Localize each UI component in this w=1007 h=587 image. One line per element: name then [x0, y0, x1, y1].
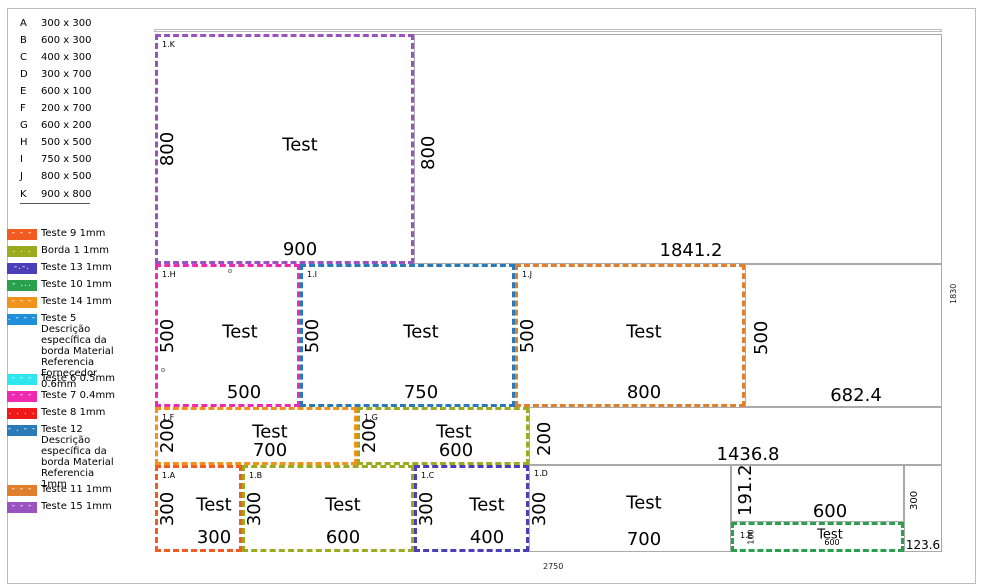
- piece-1-c[interactable]: 1.C Test 400 300: [414, 465, 529, 552]
- piece-height: 200: [157, 418, 179, 454]
- piece-label: Test: [222, 321, 258, 343]
- edge-swatch: - - -: [7, 485, 37, 496]
- piece-height: 100: [746, 529, 756, 545]
- marker-dot: [228, 269, 232, 273]
- waste-height: 500: [751, 320, 772, 355]
- piece-label: Test: [817, 527, 843, 543]
- edge-swatch: . - - -: [7, 313, 37, 325]
- piece-code: 1.K: [162, 40, 175, 49]
- waste-width: 682.4: [830, 385, 882, 406]
- piece-width: 700: [252, 440, 288, 461]
- piece-code: 1.E: [740, 531, 753, 540]
- piece-code: 1.B: [249, 471, 263, 480]
- piece-height: 300: [416, 491, 438, 526]
- piece-height: 500: [302, 318, 324, 353]
- piece-height: 300: [157, 491, 179, 526]
- waste-width: 1436.8: [716, 444, 780, 465]
- piece-height: 500: [157, 318, 179, 353]
- piece-code: 1.A: [162, 471, 176, 480]
- piece-label: Test: [469, 494, 505, 516]
- piece-height: 300: [244, 491, 266, 526]
- piece-width: 600: [824, 538, 840, 547]
- sheet-top-strip: [154, 29, 942, 32]
- waste-height: 200: [534, 421, 555, 456]
- piece-1-d[interactable]: 1.D Test 700 300: [529, 465, 731, 552]
- waste-width: 123.6: [905, 538, 941, 552]
- piece-code: 1.G: [364, 413, 378, 422]
- piece-1-b[interactable]: 1.B Test 600 300: [242, 465, 414, 552]
- piece-label: Test: [626, 321, 662, 343]
- piece-height: 500: [517, 318, 539, 353]
- piece-1-j[interactable]: 1.J Test 800 500: [515, 264, 745, 407]
- waste-area: 800 1841.2: [414, 34, 942, 264]
- piece-width: 750: [403, 382, 439, 403]
- edge-swatch: -.-.: [7, 263, 37, 274]
- edge-swatch: - ...: [7, 280, 37, 291]
- piece-width: 600: [325, 527, 361, 548]
- piece-code: 1.C: [421, 471, 435, 480]
- edge-swatch: . . .: [7, 246, 37, 257]
- waste-area: 300 123.6: [904, 465, 942, 552]
- piece-width: 700: [626, 529, 662, 550]
- edge-swatch: - - -: [7, 502, 37, 513]
- edge-swatch: . . . .: [7, 407, 37, 419]
- piece-label: Test: [325, 494, 361, 516]
- piece-1-i[interactable]: 1.I Test 750 500: [300, 264, 515, 407]
- piece-code: 1.H: [162, 270, 176, 279]
- piece-width: 400: [469, 527, 505, 548]
- piece-1-h[interactable]: 1.H Test 500 500: [155, 264, 300, 407]
- piece-1-k[interactable]: 1.K Test 900 800: [155, 34, 414, 264]
- piece-1-a[interactable]: 1.A Test 300 300: [155, 465, 242, 552]
- waste-height: 300: [909, 490, 920, 510]
- piece-width: 300: [196, 527, 232, 548]
- piece-label: Test: [252, 421, 288, 443]
- piece-width: 900: [282, 239, 318, 260]
- sheet-width-label: 2750: [543, 562, 564, 571]
- piece-label: Test: [282, 134, 318, 156]
- piece-label: Test: [196, 494, 232, 516]
- drawing-frame: [7, 8, 976, 584]
- waste-area: 500 682.4: [745, 264, 942, 407]
- marker-dot: [161, 368, 165, 372]
- piece-1-f[interactable]: 1.F Test 700 200: [155, 407, 357, 465]
- edge-swatch: - - -: [7, 229, 37, 240]
- waste-area: 191.2 600: [731, 464, 904, 522]
- piece-width: 500: [226, 382, 262, 403]
- waste-width: 1841.2: [659, 240, 723, 261]
- piece-code: 1.F: [162, 413, 175, 422]
- piece-label: Test: [626, 492, 662, 514]
- piece-height: 300: [529, 491, 551, 526]
- piece-code: 1.D: [534, 469, 548, 478]
- piece-label: Test: [436, 421, 472, 443]
- piece-height: 200: [359, 418, 381, 454]
- piece-1-g[interactable]: 1.G Test 600 200: [357, 407, 529, 465]
- edge-swatch: - - -: [7, 297, 37, 308]
- piece-height: 800: [157, 131, 179, 167]
- waste-area: 200 1436.8: [529, 407, 942, 465]
- piece-label: Test: [403, 321, 439, 343]
- waste-height: 800: [418, 135, 439, 170]
- sheet-height-label: 1830: [949, 283, 958, 304]
- piece-code: 1.J: [522, 270, 532, 279]
- piece-code: 1.I: [307, 270, 317, 279]
- piece-1-e[interactable]: 1.E Test 600 100: [731, 522, 904, 552]
- piece-width: 800: [626, 382, 662, 403]
- edge-swatch: - - -: [7, 391, 37, 402]
- edge-swatch: - - -: [7, 374, 37, 385]
- waste-height: 191.2: [735, 464, 756, 516]
- piece-width: 600: [438, 440, 474, 461]
- waste-width: 600: [812, 501, 848, 522]
- edge-swatch: - . - -: [7, 424, 37, 436]
- legend-divider: [20, 203, 90, 204]
